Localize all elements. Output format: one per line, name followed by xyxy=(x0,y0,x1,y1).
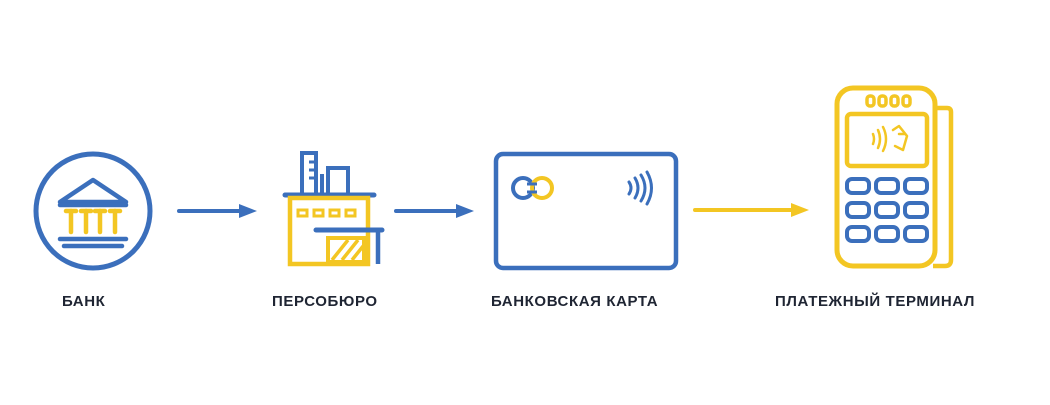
flow-arrow xyxy=(394,203,476,219)
payment-terminal-icon xyxy=(833,84,957,272)
step-label-payment-terminal: ПЛАТЕЖНЫЙ ТЕРМИНАЛ xyxy=(775,293,976,310)
bank-icon xyxy=(32,150,154,272)
bank-card-icon xyxy=(493,151,679,271)
step-label-bank-card: БАНКОВСКАЯ КАРТА xyxy=(491,293,659,310)
flow-arrow xyxy=(177,203,259,219)
step-label-bank: БАНК xyxy=(62,293,106,310)
step-label-personalization-office: ПЕРСОБЮРО xyxy=(272,293,378,310)
flow-arrow xyxy=(693,202,811,218)
personalization-office-icon xyxy=(282,148,386,270)
